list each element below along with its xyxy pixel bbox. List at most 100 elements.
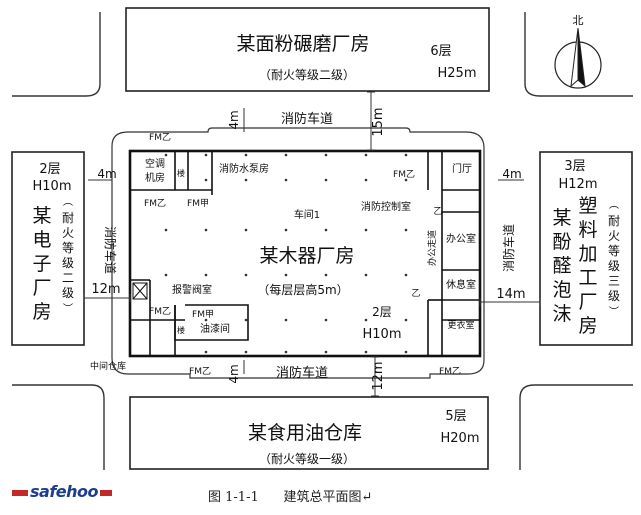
building-top-fire-rating: （耐火等级二级） [259,68,355,82]
left-fire-char-0: 耐 [62,211,74,225]
building-right-name-col1: 某 酚 醛 泡 沫 [552,207,571,325]
right-fire-char-3: 级 [608,259,620,273]
building-top-name: 某面粉碾磨厂房 [236,33,369,55]
room-changing: 更衣室 [447,319,474,331]
right-fire-paren-close: ︶ [609,306,619,318]
room-rest: 休息室 [446,278,476,291]
building-bottom-height: H20m [441,431,480,446]
left-name-char-2: 子 [32,253,51,275]
building-bottom-name: 某食用油仓库 [248,422,362,444]
door-fm-b-bottom-right: FM乙 [439,366,461,377]
building-left-floors: 2层 [39,162,60,177]
fire-lane-bottom: 消防车道 [276,365,328,381]
room-control: 消防控制室 [361,200,411,213]
watermark-logo: safehoo [12,482,113,501]
right-fire-paren-open: ︵ [609,200,619,211]
column-grid [164,153,408,354]
watermark-text: safehoo [30,482,99,501]
door-fm-a-pump: FM甲 [187,198,209,209]
distance-top: 15m [371,107,386,136]
building-top [125,7,490,92]
door-fm-a-paint: FM甲 [192,309,214,320]
room-gate: 门厅 [452,162,472,175]
room-ac-line2: 机房 [145,171,165,184]
door-fm-b-control: FM乙 [393,169,415,180]
watermark-tail-icon [100,489,113,496]
room-alarm-valve: 报警阀室 [172,283,212,296]
interior-walls [130,151,480,356]
right-fire-char-2: 等 [608,244,620,258]
door-fm-b-left: FM乙 [149,306,171,317]
right-name2-char-4: 厂 [578,291,597,313]
building-right [539,151,633,346]
lane-width-right: 4m [502,167,521,181]
right-name2-char-0: 塑 [578,195,597,217]
left-fire-paren-open: ︵ [63,197,73,208]
left-fire-char-2: 等 [62,241,74,255]
building-left-name: 某 电 子 厂 房 [32,205,51,323]
building-left-height: H10m [33,179,72,194]
door-fm-b-ac: FM乙 [144,198,166,209]
room-office: 办公室 [446,232,476,245]
left-name-char-4: 房 [32,301,51,323]
building-right-height: H12m [559,177,598,192]
building-top-height: H25m [438,66,477,81]
right-name2-char-1: 料 [578,219,597,241]
left-fire-char-4: 二 [62,271,74,285]
left-name-char-3: 厂 [32,277,51,299]
left-fire-paren-close: ︶ [63,303,73,315]
room-paint: 油漆间 [200,322,230,335]
figure-caption: 图 1-1-1 建筑总平面图↵ [208,490,373,505]
right-fire-char-4: 三 [608,274,620,288]
door-zhe-corridor: 乙 [411,288,420,299]
building-right-floors: 3层 [564,159,585,174]
main-building-floors: 2层 [372,305,392,319]
room-stairs: 楼 [177,168,185,178]
right-name2-char-3: 工 [578,267,597,289]
right-name1-char-1: 酚 [552,231,571,253]
right-fire-char-1: 火 [608,229,620,243]
right-name1-char-0: 某 [552,207,571,229]
lane-width-top: 4m [227,110,241,129]
room-ac-line1: 空调 [145,157,165,170]
room-intermediate-storage: 中间仓库 [90,360,126,372]
fire-lane-left: 消防车道 [103,226,118,274]
right-fire-char-0: 耐 [608,214,620,228]
right-name1-char-2: 醛 [552,255,571,277]
building-bottom-floors: 5层 [445,409,466,424]
door-fm-b-top: FM乙 [149,132,171,143]
room-stairs-lower: 楼 [177,325,185,335]
building-left-fire-rating: ︵ 耐 火 等 级 二 级 ︶ [62,197,74,315]
room-pump: 消防水泵房 [219,162,269,175]
building-right-name-col2: 塑 料 加 工 厂 房 [578,195,597,337]
watermark-dots-icon [12,489,28,496]
left-name-char-1: 电 [32,229,51,251]
lane-width-bottom: 4m [227,364,241,383]
north-label: 北 [573,14,584,27]
right-name2-char-5: 房 [578,315,597,337]
building-top-floors: 6层 [430,44,451,59]
distance-right: 14m [496,287,525,302]
fire-lane-outline [111,127,485,379]
left-name-char-0: 某 [32,205,51,227]
dimension-lines [83,91,541,397]
main-building-name: 某木器厂房 [259,245,354,267]
main-building-subtitle: （每层层高5m） [257,282,348,297]
right-fire-char-5: 级 [608,289,620,303]
room-corridor: 办公走道 [426,230,438,266]
north-arrow-icon: 北 [554,14,602,89]
right-name2-char-2: 加 [578,243,597,265]
left-fire-char-1: 火 [62,226,74,240]
left-fire-char-5: 级 [62,286,74,300]
right-name1-char-3: 泡 [552,279,571,301]
distance-bottom: 12m [371,361,386,390]
fire-lane-right: 消防车道 [501,224,516,272]
main-building-height: H10m [363,327,402,342]
building-right-fire-rating: ︵ 耐 火 等 级 三 级 ︶ [608,200,620,318]
building-bottom [129,396,489,470]
building-bottom-fire-rating: （耐火等级一级） [259,452,355,466]
door-zhe-office: 乙 [433,206,442,217]
building-left [11,151,85,346]
road-outlines [12,12,633,470]
